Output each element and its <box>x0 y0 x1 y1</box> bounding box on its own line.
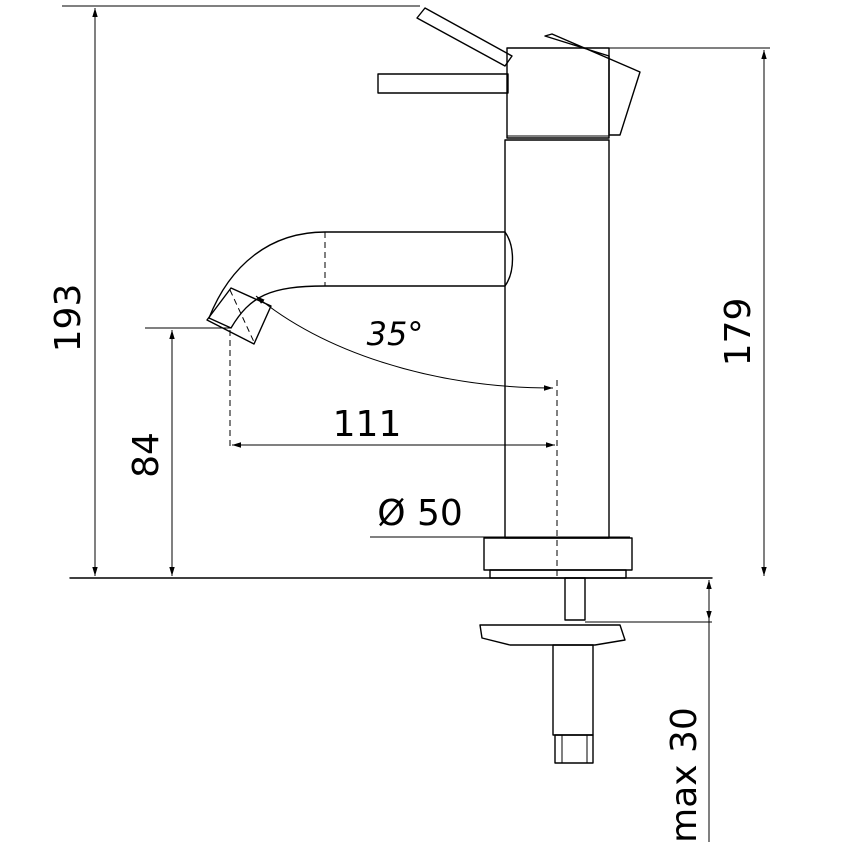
spout <box>206 231 514 345</box>
label-diameter: Ø 50 <box>377 493 463 534</box>
faucet-body <box>483 47 633 579</box>
dimension-total-height: 193 <box>48 5 420 576</box>
dimension-diameter: Ø 50 <box>370 493 630 538</box>
label-84: 84 <box>126 432 167 478</box>
dimension-max-thickness: max 30 <box>585 580 712 843</box>
centre-line <box>229 330 558 578</box>
dimension-spout-height: 84 <box>126 327 230 576</box>
label-max30: max 30 <box>664 707 705 843</box>
label-193: 193 <box>48 284 89 353</box>
dimension-reach: 111 <box>232 404 555 448</box>
dimension-body-height: 179 <box>609 47 770 576</box>
dimension-angle: 35° <box>255 295 554 391</box>
label-35deg: 35° <box>367 315 424 353</box>
lever-handle <box>377 7 641 136</box>
fixing-kit <box>479 577 626 764</box>
label-111: 111 <box>333 404 402 445</box>
label-179: 179 <box>718 298 759 367</box>
